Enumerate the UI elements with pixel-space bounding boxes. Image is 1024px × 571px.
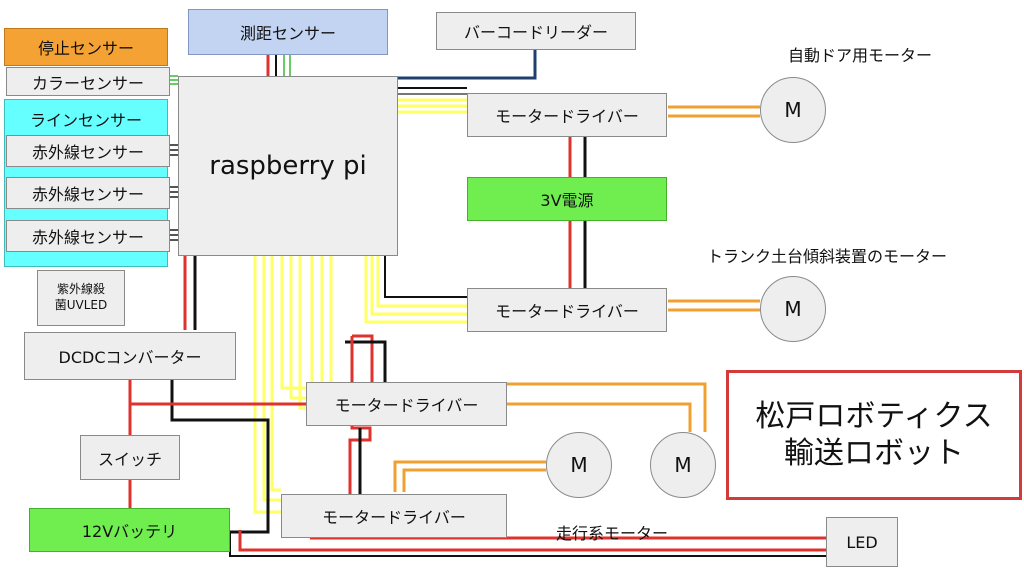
title-line-1: 松戸ロボティクス [755, 398, 993, 434]
power-battery-led-red [238, 530, 826, 552]
dcdc-converter: DCDCコンバーター [24, 332, 236, 380]
motor-trunk: M [760, 276, 826, 342]
wire-pi-md2-y1 [376, 256, 467, 308]
uv-led-line1: 紫外線殺 [56, 282, 105, 297]
uv-led: 紫外線殺 菌UVLED [37, 270, 125, 326]
signal-pi-down-4 [280, 256, 306, 390]
motor-wire-md4-2 [402, 468, 546, 492]
power-3v: 3V電源 [467, 177, 667, 221]
wire-pi-md2-y3 [364, 256, 467, 324]
raspberry-pi: raspberry pi [178, 76, 398, 256]
wire-pi-md2-y2 [370, 256, 467, 316]
ir-sensor-3: 赤外線センサー [6, 220, 170, 252]
ir-sensor-2: 赤外線センサー [6, 177, 170, 209]
ir-sensor-1: 赤外線センサー [6, 135, 170, 167]
led: LED [826, 517, 898, 567]
ground-dcdc [170, 380, 270, 534]
motor-drive-right: M [650, 432, 716, 498]
signal-pi-down-2 [262, 256, 281, 502]
motor-wire-md4-1 [393, 460, 546, 492]
wire-ir2 [170, 186, 178, 198]
motor-door: M [760, 77, 826, 143]
power-md3-top-black [345, 340, 387, 382]
uv-led-line2: 菌UVLED [54, 298, 108, 312]
wire-color-sensor [170, 75, 178, 85]
usb-wire-barcode [398, 50, 537, 80]
label-drive-motor: 走行系モーター [556, 524, 669, 543]
motor-driver-4: モータードライバー [281, 494, 507, 538]
barcode-reader: バーコードリーダー [436, 12, 636, 50]
signal-pi-down-3 [270, 256, 281, 492]
motor-wire-md3-2 [507, 402, 692, 432]
signal-pi-down-1 [253, 256, 281, 514]
label-trunk-tilt-motor: トランク土台傾斜装置のモーター [707, 247, 948, 266]
wire-ir1 [170, 144, 178, 156]
stop-sensor: 停止センサー [4, 28, 168, 66]
battery-12v: 12Vバッテリ [29, 508, 230, 552]
signal-pi-down-6 [298, 256, 306, 410]
switch: スイッチ [80, 435, 180, 480]
motor-driver-2: モータードライバー [467, 288, 667, 332]
motor-wire-md3-1 [507, 382, 707, 432]
motor-driver-3: モータードライバー [306, 382, 507, 426]
wire-ir3 [170, 229, 178, 241]
title-line-2: 輸送ロボット [784, 436, 964, 471]
motor-driver-1: モータードライバー [467, 93, 667, 137]
distance-sensor: 測距センサー [188, 9, 388, 55]
label-auto-door-motor: 自動ドア用モーター [788, 46, 933, 65]
wire-pi-md2-black [384, 256, 467, 298]
ground-battery-led-black [229, 532, 826, 557]
title-box: 松戸ロボティクス 輸送ロボット [726, 370, 1022, 500]
motor-drive-middle: M [546, 432, 612, 498]
power-md3-top-red [352, 334, 374, 382]
color-sensor: カラーセンサー [6, 67, 170, 96]
